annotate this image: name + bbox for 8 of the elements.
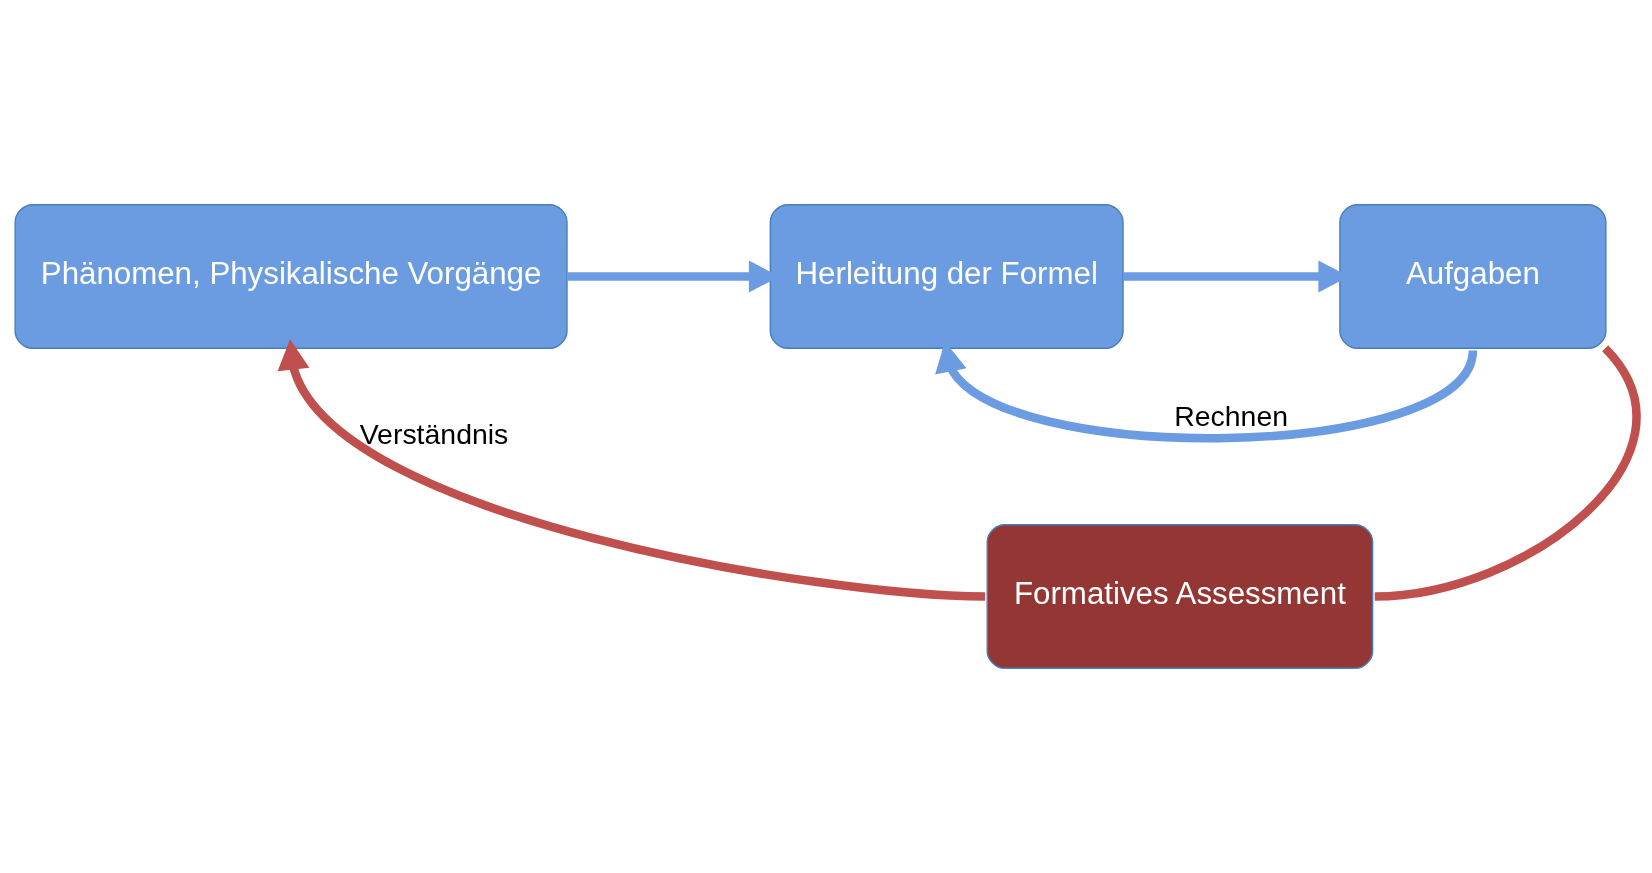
node-box: Formatives Assessment	[986, 523, 1374, 669]
arrow	[277, 339, 986, 601]
edge-label: Verständnis	[359, 417, 509, 450]
connector	[1374, 345, 1640, 601]
edge-label: Rechnen	[1174, 399, 1289, 432]
node-box: Aufgaben	[1339, 204, 1607, 350]
node-box: Phänomen, Physikalische Vorgänge	[14, 204, 568, 350]
node-box: Herleitung der Formel	[769, 204, 1124, 350]
